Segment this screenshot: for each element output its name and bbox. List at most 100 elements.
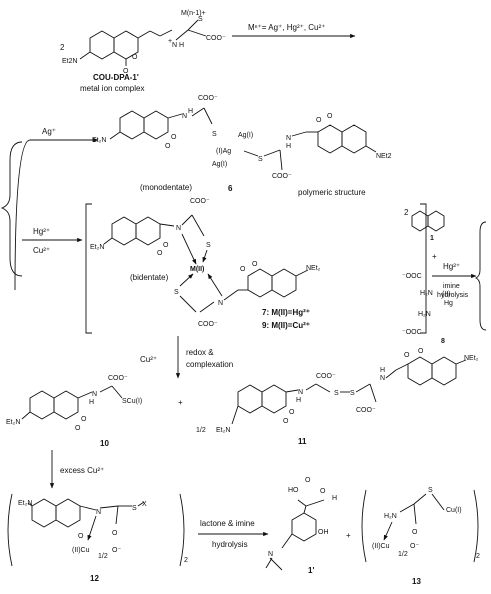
compound-1-prime: 1' xyxy=(308,566,314,575)
svg-text:O⁻: O⁻ xyxy=(112,547,121,554)
ag-label-1: (I)Ag xyxy=(216,148,231,155)
ag-label-3: Ag(I) xyxy=(238,132,253,139)
svg-text:O: O xyxy=(252,261,258,268)
svg-text:NEt₂: NEt₂ xyxy=(306,265,321,272)
svg-text:⁻OOC: ⁻OOC xyxy=(402,329,422,336)
mode-bidentate: (bidentate) xyxy=(130,273,169,282)
svg-text:N: N xyxy=(380,375,385,382)
svg-text:O: O xyxy=(112,530,118,537)
svg-text:S: S xyxy=(350,390,355,397)
compound-10: 10 xyxy=(100,439,109,448)
svg-text:Et₂N: Et₂N xyxy=(90,244,104,251)
hydrolysis-text1: imine xyxy=(443,283,460,290)
svg-text:N: N xyxy=(92,391,97,398)
svg-text:COO⁻: COO⁻ xyxy=(356,407,376,414)
svg-text:COO⁻: COO⁻ xyxy=(272,173,292,180)
svg-text:2: 2 xyxy=(476,553,480,560)
svg-text:O: O xyxy=(165,143,171,150)
coeff-11: 1/2 xyxy=(196,427,206,434)
excess-cu-reagent: excess Cu²⁺ xyxy=(60,466,104,475)
svg-text:N: N xyxy=(268,551,273,558)
svg-text:OH: OH xyxy=(318,529,329,536)
svg-text:O: O xyxy=(163,242,169,249)
svg-text:O: O xyxy=(412,529,418,536)
svg-text:O: O xyxy=(320,488,326,495)
branch-hg-cu: Hg²⁺ Cu²⁺ Et₂N O O N COO⁻ S M(II) (biden… xyxy=(22,198,487,345)
svg-text:O: O xyxy=(418,348,424,355)
carboxylate: COO⁻ xyxy=(206,35,226,42)
compound-name: COU-DPA-1' xyxy=(93,73,139,82)
svg-text:N: N xyxy=(182,113,187,120)
polymeric-desc: polymeric structure xyxy=(298,188,366,197)
svg-text:H: H xyxy=(332,495,337,502)
svg-text:N: N xyxy=(176,225,181,232)
subscript-2: 2 xyxy=(184,557,188,564)
svg-text:S: S xyxy=(258,156,263,163)
svg-text:N: N xyxy=(218,300,223,307)
svg-text:1/2: 1/2 xyxy=(398,551,408,558)
svg-text:O: O xyxy=(78,533,84,540)
redox-step: Cu²⁺ redox & complexation Et₂N O O N H C… xyxy=(6,336,479,448)
redox-text1: redox & xyxy=(186,348,214,357)
final-text2: hydrolysis xyxy=(212,540,248,549)
label-7: 7: M(II)=Hg²⁺ xyxy=(262,308,310,317)
svg-text:O: O xyxy=(283,418,289,425)
compound-13: 13 xyxy=(412,577,421,586)
svg-text:H₂N: H₂N xyxy=(420,290,433,297)
svg-text:H: H xyxy=(89,399,94,406)
branch-ag: Ag⁺ Et₂N O O N H COO⁻ S (I)Ag Ag(I) Ag(I… xyxy=(14,95,392,291)
svg-text:H: H xyxy=(380,367,385,374)
compound-6: 6 xyxy=(228,184,233,193)
reagent-cu: Cu²⁺ xyxy=(33,246,50,255)
svg-text:O: O xyxy=(305,477,311,484)
product-8: 8 xyxy=(441,338,445,345)
svg-text:COO⁻: COO⁻ xyxy=(198,95,218,102)
svg-text:S: S xyxy=(198,16,203,23)
svg-text:O⁻: O⁻ xyxy=(410,543,419,550)
svg-text:Et₂N: Et₂N xyxy=(216,427,230,434)
svg-text:S: S xyxy=(212,131,217,138)
svg-text:O: O xyxy=(171,134,177,141)
svg-text:H: H xyxy=(286,143,291,150)
svg-text:Et₂N: Et₂N xyxy=(18,500,32,507)
svg-text:O: O xyxy=(75,425,81,432)
svg-text:O: O xyxy=(289,409,295,416)
brace xyxy=(0,141,23,277)
mode-monodentate: (monodentate) xyxy=(140,183,192,192)
cu13a-label: Cu(I) xyxy=(446,507,462,514)
redox-reagent: Cu²⁺ xyxy=(140,355,157,364)
reagent-hg: Hg²⁺ xyxy=(33,227,50,236)
svg-text:O: O xyxy=(123,68,129,75)
product-coeff: 2 xyxy=(404,208,409,217)
svg-text:+: + xyxy=(168,38,172,45)
svg-text:COO⁻: COO⁻ xyxy=(316,373,336,380)
svg-text:O: O xyxy=(240,266,246,273)
svg-text:N: N xyxy=(298,389,303,396)
svg-text:O: O xyxy=(132,54,138,61)
svg-text:H: H xyxy=(179,42,184,49)
plus-1-8: + xyxy=(432,252,437,261)
svg-text:COO⁻: COO⁻ xyxy=(108,375,128,382)
s-cu-label: SCu(I) xyxy=(122,398,142,405)
reagent-metal-ions: Mⁿ⁺= Ag⁺, Hg²⁺, Cu²⁺ xyxy=(248,23,325,32)
compound-12: 12 xyxy=(90,574,99,583)
svg-text:NEt₂: NEt₂ xyxy=(464,355,479,362)
hydrolysis-text2: hydrolysis xyxy=(437,292,469,299)
svg-text:O: O xyxy=(157,250,163,257)
hg-label: Hg xyxy=(444,300,453,307)
svg-text:H₂N: H₂N xyxy=(418,311,431,318)
ag-label-2: Ag(I) xyxy=(212,161,227,168)
arrow-main: Mⁿ⁺= Ag⁺, Hg²⁺, Cu²⁺ xyxy=(232,23,356,39)
svg-text:Et₂N: Et₂N xyxy=(6,419,20,426)
metal-center: M(II) xyxy=(190,266,204,273)
compound-desc: metal ion complex xyxy=(80,84,144,93)
final-step: excess Cu²⁺ 2 Et₂N N S X O O (II)Cu 1/2 … xyxy=(7,450,480,586)
svg-text:S: S xyxy=(428,487,433,494)
plus-10-11: + xyxy=(178,398,183,407)
final-text1: lactone & imine xyxy=(200,519,255,528)
reagent-ag: Ag⁺ xyxy=(42,127,56,136)
hydrolysis-reagent: Hg²⁺ xyxy=(443,262,460,271)
svg-text:S: S xyxy=(334,390,339,397)
half-label: 1/2 xyxy=(98,553,108,560)
